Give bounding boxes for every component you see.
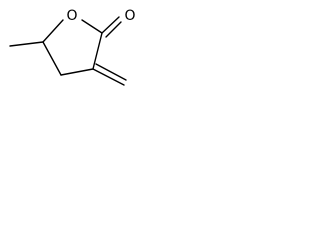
ring-bond-c3-c4 [60, 68, 94, 76]
ring-bond-c4-c5 [42, 41, 62, 76]
ring-bond-o-c2 [81, 19, 103, 34]
methyl-bond [9, 41, 44, 47]
carbonyl-double-bond-a [101, 16, 120, 34]
carbonyl-oxygen-label: O [124, 8, 135, 24]
carbonyl-double-bond-b [105, 21, 122, 38]
molecule-structure-diagram: O O [9, 8, 136, 86]
methylene-double-bond-a [92, 68, 125, 86]
ring-bond-c2-c3 [92, 32, 103, 70]
ring-bond-c5-o [42, 19, 64, 43]
methylene-double-bond-b [95, 63, 127, 81]
ring-oxygen-label: O [66, 8, 77, 24]
